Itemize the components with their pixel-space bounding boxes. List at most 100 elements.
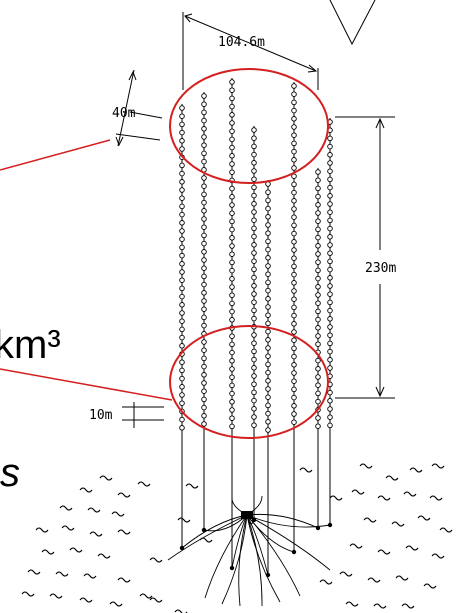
optical-module <box>179 416 185 423</box>
optical-module <box>265 427 271 433</box>
optical-module <box>201 363 207 370</box>
wave-mark <box>59 505 73 511</box>
optical-module <box>265 345 271 351</box>
wave-mark <box>69 547 83 553</box>
optical-module <box>315 308 321 315</box>
optical-module <box>251 160 257 166</box>
wave-mark <box>351 489 365 495</box>
optical-module <box>201 249 207 255</box>
optical-module <box>327 324 333 330</box>
optical-module <box>229 153 235 159</box>
optical-module <box>315 193 321 200</box>
optical-module <box>229 128 235 134</box>
optical-module <box>229 390 235 397</box>
junction-box <box>241 511 253 519</box>
wave-mark <box>363 517 377 523</box>
optical-module <box>251 127 257 133</box>
wave-mark <box>99 475 113 481</box>
optical-module <box>315 316 321 323</box>
optical-module <box>179 211 185 218</box>
wave-mark <box>55 571 69 577</box>
optical-module <box>291 394 297 401</box>
wave-mark <box>87 507 101 513</box>
optical-module <box>327 135 333 142</box>
optical-module <box>179 195 185 201</box>
optical-module <box>251 233 257 240</box>
optical-module <box>179 252 185 259</box>
optical-module <box>251 225 257 232</box>
optical-module <box>327 348 333 355</box>
optical-module <box>179 293 185 300</box>
optical-module <box>179 285 185 292</box>
wave-mark <box>439 527 453 533</box>
optical-module <box>327 389 333 396</box>
optical-module <box>251 192 257 199</box>
optical-module <box>327 258 333 265</box>
optical-module <box>291 255 297 261</box>
optical-module <box>201 355 207 362</box>
optical-module <box>229 112 235 118</box>
optical-module <box>315 275 321 282</box>
optical-module <box>315 390 321 397</box>
optical-module <box>229 120 235 126</box>
wave-mark <box>149 597 163 603</box>
optical-module <box>315 284 321 290</box>
optical-module <box>315 259 321 265</box>
string-spacing-label: 40m <box>112 106 136 121</box>
optical-module <box>229 103 235 110</box>
optical-module <box>229 399 235 405</box>
optical-module <box>327 307 333 314</box>
optical-module <box>315 169 321 175</box>
optical-module <box>201 265 207 271</box>
optical-module <box>315 267 321 274</box>
optical-module <box>179 146 185 152</box>
optical-module <box>315 341 321 347</box>
optical-module <box>179 138 185 144</box>
optical-module <box>291 181 297 188</box>
optical-module <box>291 386 297 393</box>
wave-mark <box>345 601 359 607</box>
wave-mark <box>373 603 387 609</box>
wave-mark <box>349 543 363 549</box>
optical-module <box>229 415 235 421</box>
wave-mark <box>149 557 163 563</box>
optical-module <box>291 337 297 343</box>
optical-module <box>251 365 257 371</box>
optical-module <box>179 400 185 406</box>
optical-module <box>315 423 321 429</box>
wave-mark <box>185 483 199 489</box>
optical-module <box>201 306 207 312</box>
optical-module <box>265 222 271 228</box>
optical-module <box>291 230 297 237</box>
optical-module <box>265 337 271 343</box>
wave-mark <box>21 591 35 597</box>
optical-module <box>179 425 185 431</box>
optical-module <box>265 320 271 327</box>
optical-module <box>251 283 257 289</box>
optical-module <box>315 333 321 339</box>
optical-module <box>229 194 235 200</box>
wave-mark <box>117 492 131 498</box>
optical-module <box>315 202 321 208</box>
optical-module <box>315 292 321 298</box>
optical-module <box>291 378 297 384</box>
optical-module <box>291 263 297 270</box>
wave-mark <box>409 467 423 473</box>
optical-module <box>315 218 321 224</box>
optical-module <box>265 394 271 400</box>
optical-module <box>229 317 235 323</box>
optical-module <box>291 222 297 229</box>
optical-module <box>251 184 257 191</box>
optical-module <box>291 140 297 147</box>
optical-module <box>179 203 185 210</box>
optical-module <box>179 162 185 169</box>
wave-mark <box>359 463 373 469</box>
optical-module <box>265 312 271 318</box>
optical-module <box>265 378 271 384</box>
optical-module <box>251 381 257 387</box>
optical-module <box>315 357 321 364</box>
optical-module <box>315 382 321 388</box>
optical-module <box>315 415 321 421</box>
optical-module <box>291 198 297 204</box>
optical-module <box>229 349 235 356</box>
